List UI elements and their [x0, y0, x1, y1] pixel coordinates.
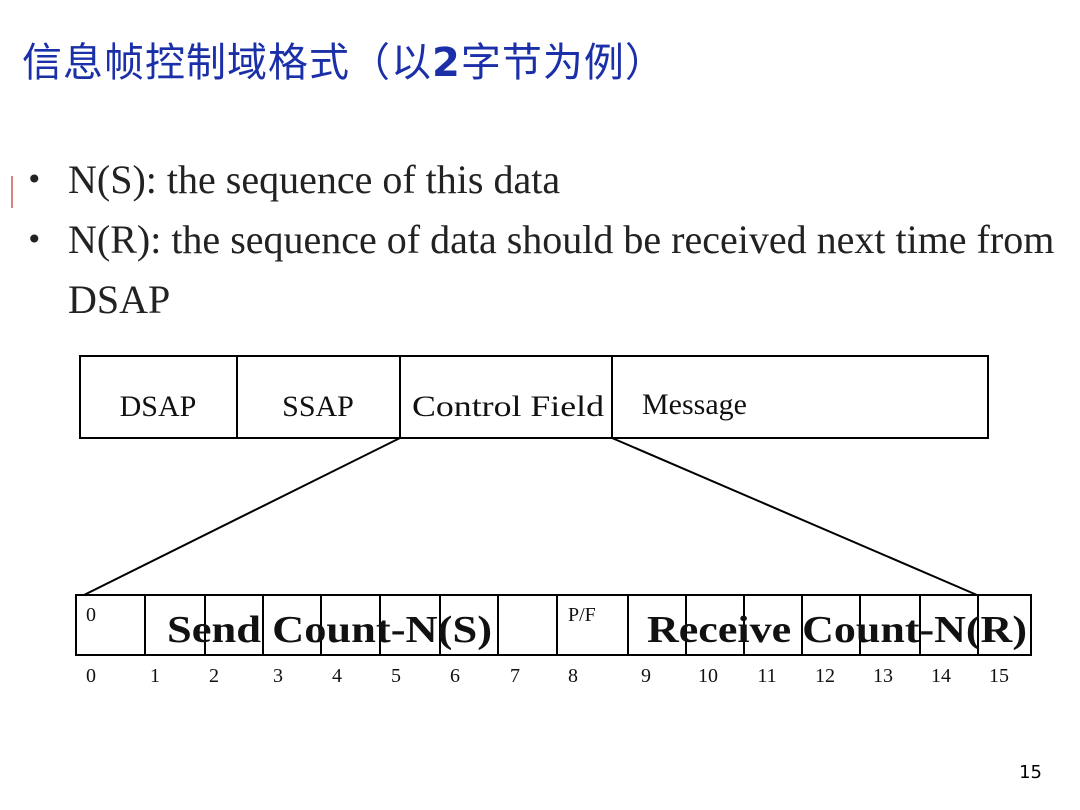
slide-title: 信息帧控制域格式（以2字节为例）	[22, 30, 666, 88]
expand-line-right	[611, 437, 978, 596]
expand-line-left	[83, 437, 401, 596]
field-ssap: SSAP	[282, 390, 354, 423]
bit-number: 6	[450, 665, 460, 687]
title-part2: 字节为例）	[460, 40, 666, 86]
pf-label: P/F	[568, 604, 596, 626]
bit-number: 7	[510, 665, 520, 687]
bullet-list: • N(S): the sequence of this data • N(R)…	[22, 150, 1062, 330]
field-control: Control Field	[412, 390, 604, 423]
left-edge-mark	[11, 176, 13, 208]
bit-number: 2	[209, 665, 219, 687]
bit0-label: 0	[86, 604, 96, 626]
bit-number: 10	[698, 665, 718, 687]
bit-numbers: 0 1 2 3 4 5 6 7 8 9 10 11 12 13 14 15	[86, 665, 1009, 687]
bullet-dot-icon: •	[26, 163, 43, 196]
send-count-label: Send Count-N(S)	[167, 609, 492, 651]
bit-dividers	[144, 595, 979, 655]
title-digit: 2	[432, 40, 461, 86]
bit-number: 13	[873, 665, 893, 687]
bit-number: 8	[568, 665, 578, 687]
bit-number: 9	[641, 665, 651, 687]
field-dsap: DSAP	[120, 390, 197, 423]
bullet-ns-text: N(S): the sequence of this data	[68, 157, 561, 202]
bullet-nr-text: N(R): the sequence of data should be rec…	[68, 217, 1055, 322]
bullet-ns: • N(S): the sequence of this data	[22, 150, 1062, 210]
bullet-dot-icon: •	[26, 223, 43, 256]
bit-number: 4	[332, 665, 342, 687]
bit-number: 15	[989, 665, 1009, 687]
receive-count-label: Receive Count-N(R)	[647, 609, 1027, 651]
bit-number: 5	[391, 665, 401, 687]
bit-number: 3	[273, 665, 283, 687]
title-part1: 信息帧控制域格式（以	[22, 40, 432, 86]
bit-number: 14	[931, 665, 951, 687]
bit-number: 11	[757, 665, 776, 687]
bit-number: 0	[86, 665, 96, 687]
frame-box	[79, 355, 989, 439]
bit-number: 12	[815, 665, 835, 687]
control-field-box	[75, 594, 1032, 656]
bit-number: 1	[150, 665, 160, 687]
bullet-nr: • N(R): the sequence of data should be r…	[22, 210, 1062, 330]
page-number: 15	[1019, 762, 1042, 783]
field-message: Message	[642, 388, 747, 421]
